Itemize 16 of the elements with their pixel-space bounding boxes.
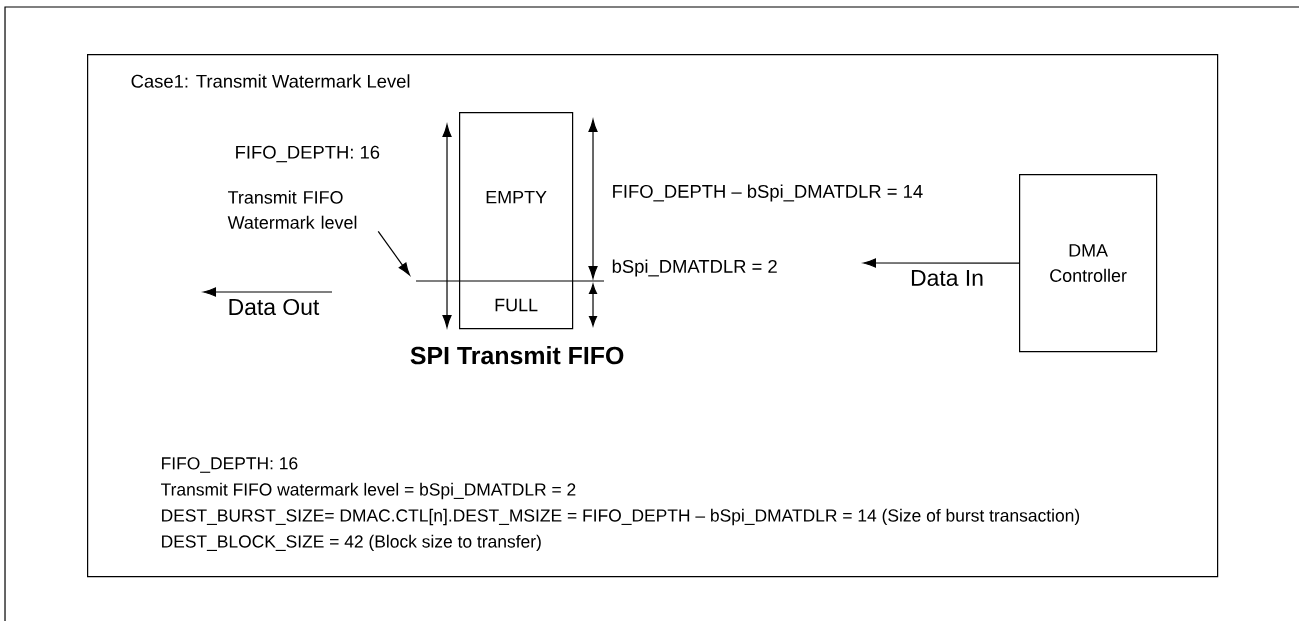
- note-text: Transmit FIFO watermark level = bSpi_DMATDLR = 2: [161, 482, 576, 500]
- callout-text: Transmit FIFO Watermark level: [227, 190, 357, 229]
- note-text: FIFO_DEPTH: 16: [162, 457, 298, 473]
- fifo-section: EMPTY: [486, 190, 547, 204]
- controller-box: DMA Controller: [1019, 174, 1158, 353]
- fifo-section: FULL: [495, 298, 538, 312]
- edge-label: Data In: [911, 270, 983, 286]
- dimension-label: FIFO_DEPTH: 16: [236, 145, 380, 163]
- flow-label: Data Out: [229, 298, 320, 316]
- dimension-label: FIFO_DEPTH – bSpi_DMATDLR = 14: [613, 184, 923, 202]
- note-text: DEST_BLOCK_SIZE = 42 (Block size to transfer): [162, 534, 541, 552]
- arrow: [863, 258, 1020, 268]
- leader-arrow: [377, 230, 410, 276]
- dimension-label: bSpi_DMATDLR = 2: [612, 259, 777, 277]
- note-text: DEST_BURST_SIZE= DMAC.CTL[n].DEST_MSIZE = FIFO_DEPTH – bSpi_DMATDLR = 14 (Size of burst transaction): [162, 508, 1080, 526]
- node-label: SPI Transmit FIFO: [410, 346, 624, 365]
